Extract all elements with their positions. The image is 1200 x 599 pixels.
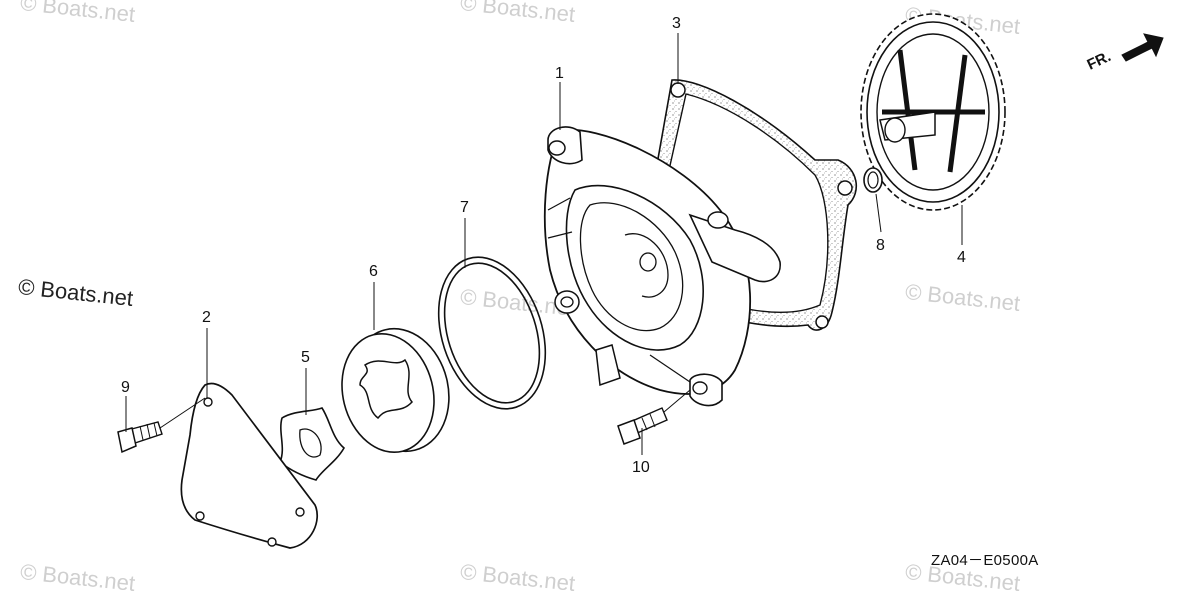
outer-rotor-part-6 xyxy=(341,327,450,454)
callout-10: 10 xyxy=(632,459,650,476)
o-ring-part-7 xyxy=(437,256,547,410)
callout-2: 2 xyxy=(202,309,211,326)
callout-9: 9 xyxy=(121,379,130,396)
callout-5: 5 xyxy=(301,349,310,366)
front-label: FR. xyxy=(1085,48,1114,74)
callout-6: 6 xyxy=(369,263,378,280)
callout-3: 3 xyxy=(672,15,681,32)
front-arrow-icon xyxy=(1121,33,1164,62)
bolt-part-9 xyxy=(117,421,163,454)
front-direction-indicator: FR. xyxy=(1085,33,1164,74)
callout-8: 8 xyxy=(876,237,885,254)
diagram-reference-code: ZA04－E0500A xyxy=(931,552,1039,569)
cover-plate-part-2 xyxy=(180,382,319,549)
o-ring-part-8 xyxy=(863,167,883,193)
bolt-part-10 xyxy=(617,407,668,445)
pump-body-part-1 xyxy=(543,126,781,407)
gear-part-4 xyxy=(860,13,1006,211)
callout-4: 4 xyxy=(957,249,966,266)
callout-1: 1 xyxy=(555,65,564,82)
inner-rotor-part-5 xyxy=(279,407,346,481)
leader-lines xyxy=(125,33,963,455)
callout-7: 7 xyxy=(460,199,469,216)
